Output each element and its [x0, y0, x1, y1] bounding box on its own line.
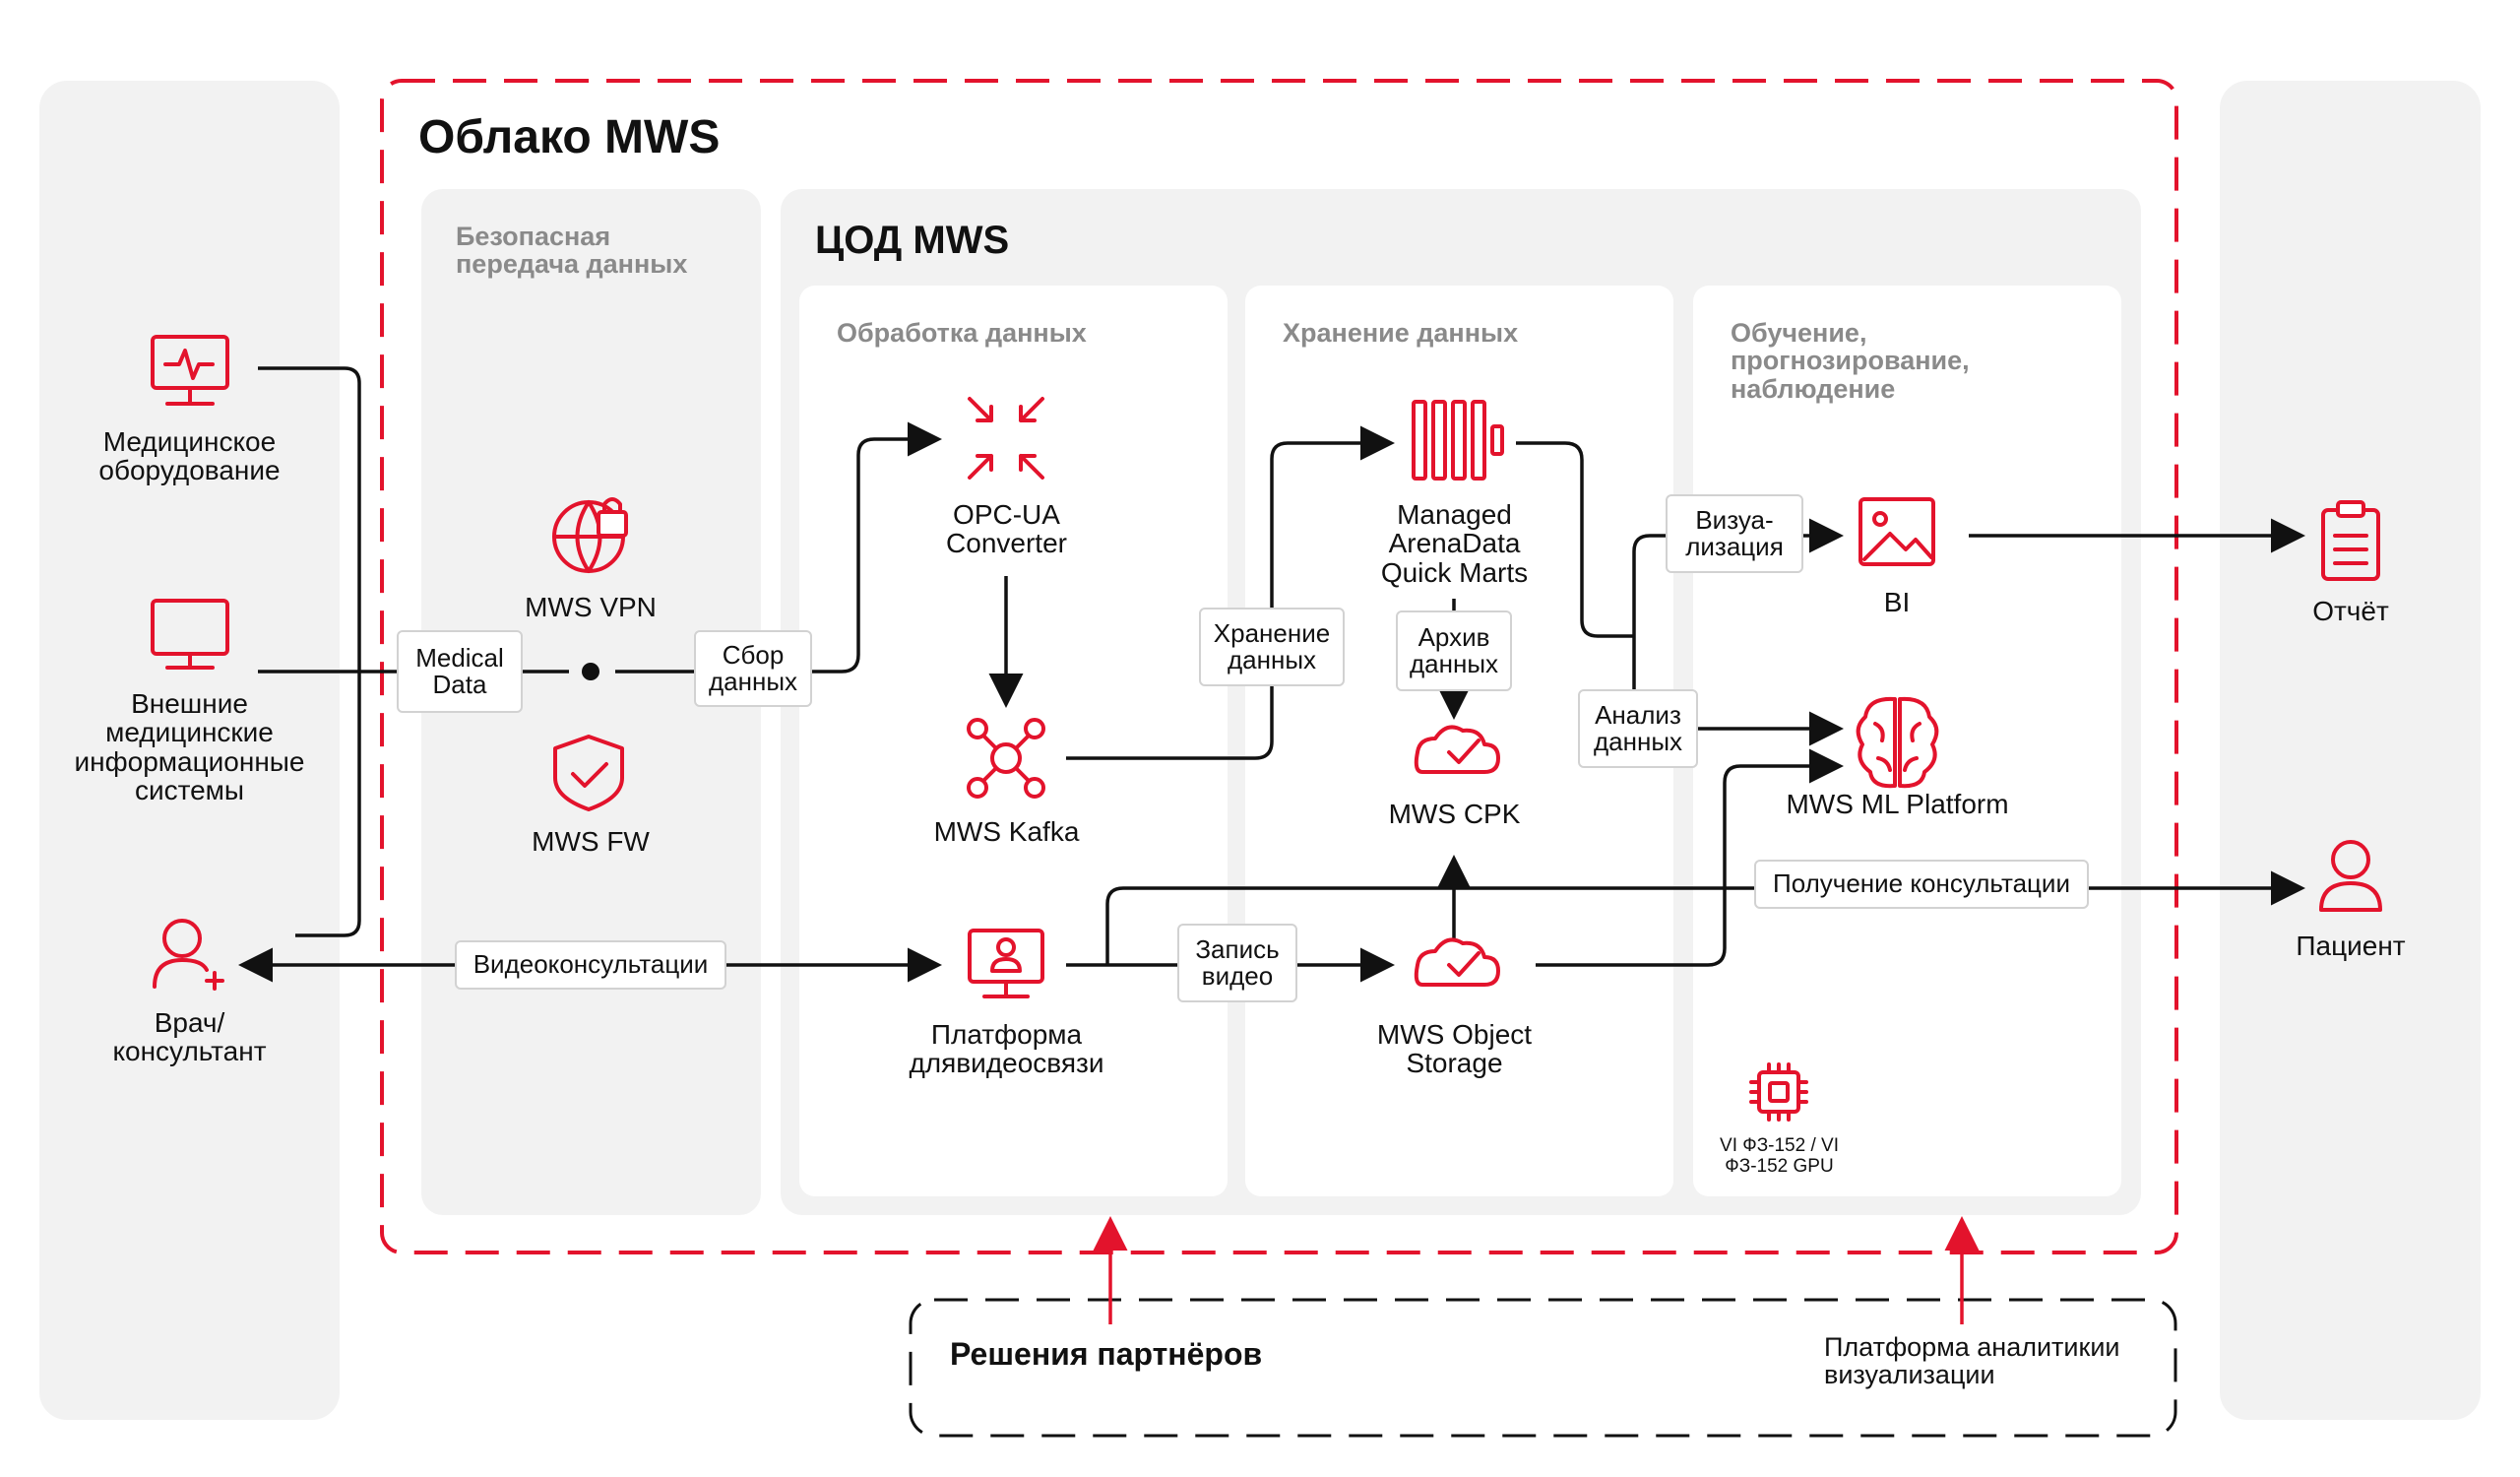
- opcua-label: OPC-UA Converter: [946, 499, 1067, 559]
- archive-data-tag: Архив данных: [1396, 610, 1512, 691]
- fw-label: MWS FW: [532, 826, 650, 857]
- patient-label: Пациент: [2296, 931, 2406, 961]
- kafka-network-icon: [967, 718, 1045, 799]
- medical-equipment-label: Медицинское оборудование: [98, 426, 281, 486]
- analysis-tag: Анализ данных: [1578, 689, 1698, 768]
- storage-cloud-icon: [1414, 937, 1500, 987]
- visualization-tag: Визуа- лизация: [1666, 494, 1803, 573]
- external-systems-label: Внешние медицинские информационные систе…: [74, 688, 305, 806]
- computer-monitor-icon: [151, 599, 229, 670]
- partners-label: Решения партнёров: [950, 1336, 1263, 1372]
- converter-arrows-icon: [968, 397, 1044, 480]
- report-clipboard-icon: [2321, 500, 2380, 581]
- collect-data-tag: Сбор данных: [694, 630, 812, 707]
- storage-data-tag: Хранение данных: [1199, 608, 1345, 686]
- video-call-icon: [968, 929, 1044, 998]
- video-consult-tag: Видеоконсультации: [455, 940, 726, 990]
- patient-user-icon: [2319, 840, 2382, 912]
- secure-transfer-title: Безопасная передача данных: [456, 222, 688, 280]
- medical-monitor-icon: [151, 335, 229, 406]
- brain-icon: [1856, 696, 1939, 789]
- medical-data-tag: Medical Data: [397, 630, 523, 713]
- firewall-shield-icon: [553, 735, 624, 811]
- ml-section: [1693, 286, 2121, 1196]
- arenadata-bars-icon: [1412, 400, 1504, 481]
- object-storage-label: MWS Object Storage: [1376, 1019, 1533, 1079]
- get-consult-tag: Получение консультации: [1754, 860, 2089, 909]
- processing-title: Обработка данных: [837, 318, 1087, 348]
- video-platform-label: Платформа длявидеосвязи: [909, 1019, 1104, 1079]
- sources-panel: [39, 81, 340, 1420]
- cloud-title: Облако MWS: [418, 111, 721, 163]
- cpk-label: MWS CPK: [1388, 799, 1521, 829]
- ml-title: Обучение, прогнозирование, наблюдение: [1731, 318, 1970, 404]
- add-user-icon: [153, 919, 224, 991]
- consumers-panel: [2220, 81, 2481, 1420]
- gpu-label: VI ФЗ-152 / VI ФЗ-152 GPU: [1720, 1135, 1839, 1177]
- storage-title: Хранение данных: [1283, 318, 1519, 348]
- bi-label: BI: [1883, 587, 1911, 617]
- vpn-globe-lock-icon: [552, 497, 628, 573]
- doctor-label: Врач/ консультант: [112, 1007, 267, 1067]
- cloud-check-icon: [1414, 725, 1500, 774]
- vpn-label: MWS VPN: [525, 592, 657, 622]
- analytics-platform-label: Платформа аналитикии визуализации: [1824, 1332, 2120, 1390]
- report-label: Отчёт: [2312, 596, 2389, 626]
- gpu-chip-icon: [1749, 1062, 1808, 1122]
- kafka-label: MWS Kafka: [933, 816, 1080, 847]
- arenadata-label: Managed ArenaData Quick Marts: [1380, 499, 1529, 588]
- processing-section: [799, 286, 1228, 1196]
- record-video-tag: Запись видео: [1177, 924, 1297, 1002]
- ml-platform-label: MWS ML Platform: [1786, 789, 2009, 819]
- bi-image-icon: [1858, 497, 1935, 566]
- datacenter-title: ЦОД MWS: [815, 219, 1010, 262]
